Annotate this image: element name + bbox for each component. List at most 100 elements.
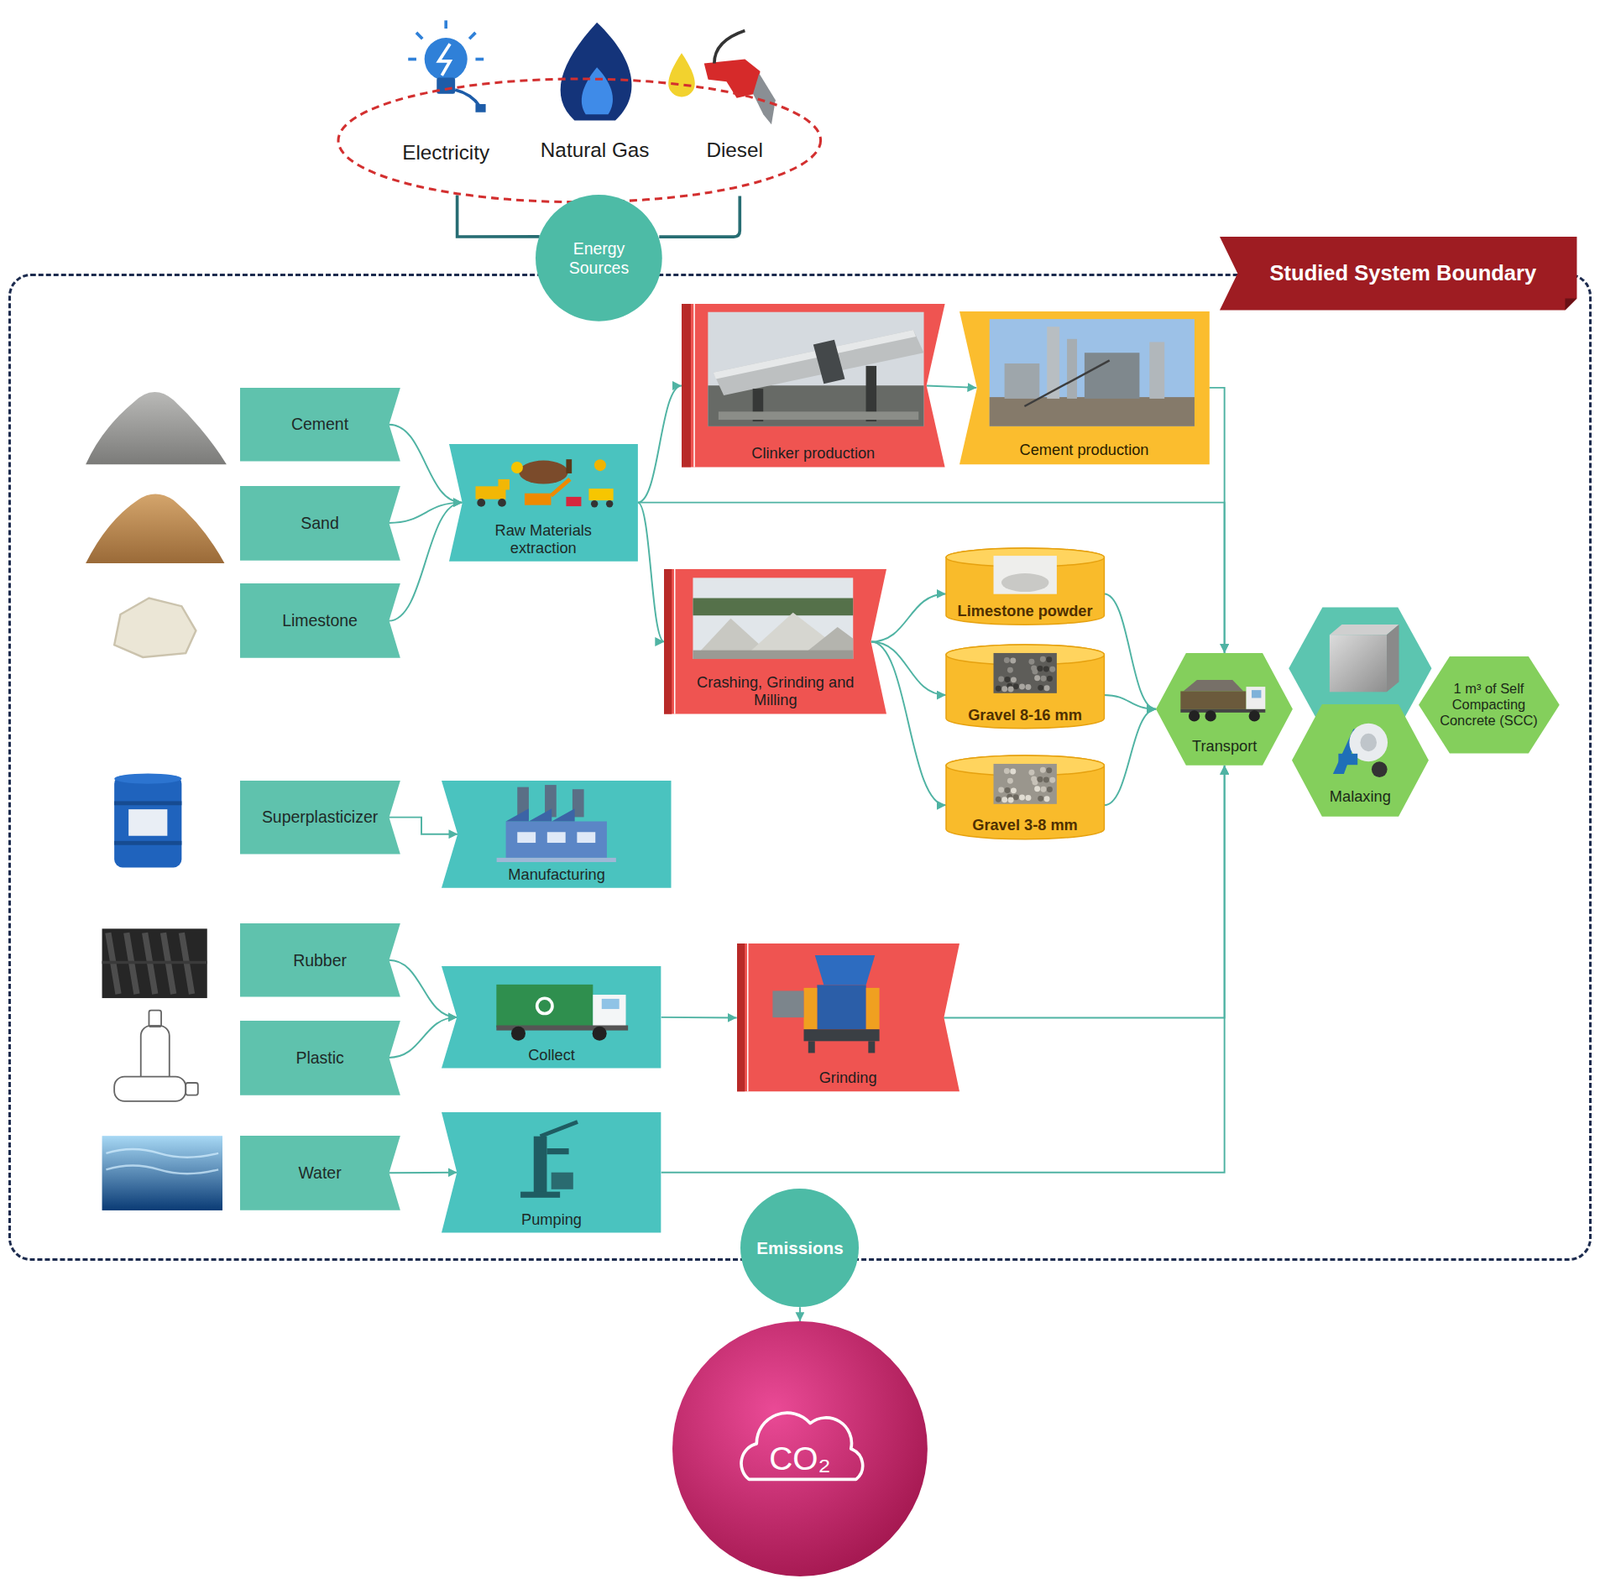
stage-hexagon: Malaxing [1291,704,1429,817]
stage-hexagon: 1 m³ of Self Compacting Concrete (SCC) [1418,656,1560,753]
picture-part [1066,339,1078,399]
cylinder-body [946,644,1104,729]
drum-photo-part [114,800,182,806]
system-boundary: Studied System BoundaryCementSandLimesto… [8,273,1593,1262]
picture-part [1024,684,1031,691]
node-label: Studied System Boundary [1270,261,1538,286]
picture-part [511,1026,526,1041]
bulb-icon-part [444,20,448,29]
bulb-icon-part [469,32,476,39]
picture-part [807,1041,815,1054]
picture-part [1036,776,1043,783]
sand-photo [85,493,225,564]
picture-part [1049,776,1056,783]
flow-arrow [637,385,682,502]
flame-icon [560,22,633,121]
energy-bracket-part [658,195,740,237]
process-box: Pumping [441,1112,661,1233]
picture-part [506,808,607,821]
tyre-photo [102,928,208,999]
node-outline [664,569,887,715]
picture-part [520,1192,560,1198]
fuel-nozzle-icon-part [668,52,696,97]
picture-part [1009,768,1016,774]
circle-fill [672,1321,928,1577]
node-outline [737,943,960,1092]
picture-part [993,653,1057,694]
node-label: Gravel 8-16 mm [967,706,1083,725]
flow-arrow [1103,695,1156,710]
picture-part [1371,761,1388,778]
picture-part [803,988,817,1030]
cylinder-body [946,548,1104,625]
material-tag: Superplasticizer [240,780,401,855]
picture-part [496,857,617,863]
picture-part [1338,753,1358,765]
circle-fill [535,194,663,322]
picture-part [693,578,854,660]
node-label: Rubber [292,951,347,970]
bulb-icon-part [475,57,484,62]
label-slot: Natural Gas [523,134,667,165]
node-outline [240,923,401,998]
dashed-ellipse [338,78,821,203]
picture-part [1007,686,1014,693]
tyre-photo-part [102,961,208,965]
picture-part [693,650,854,659]
picture-part [1188,710,1200,722]
edge-strip [664,569,672,715]
picture-part [693,598,854,617]
node-outline [441,780,672,889]
picture-part [497,479,509,491]
edge-strip [737,943,745,1092]
product-cylinder: Gravel 3-8 mm [946,755,1104,840]
fuel-nozzle-icon-part [704,59,761,99]
picture-part [1034,785,1041,792]
sand-photo-part [85,493,225,564]
picture-part [1007,796,1014,803]
product-cylinder: Limestone powder [946,548,1104,625]
energy-bracket [658,195,740,237]
cement-photo [85,392,227,465]
energy-ellipse: ElectricityNatural GasDiesel [336,77,823,204]
picture-part [772,991,804,1019]
picture-part [1205,710,1217,722]
picture-part [606,500,613,508]
stage-hexagon: Transport [1155,653,1293,766]
node-label: 1 m³ of Self Compacting Concrete (SCC) [1431,680,1546,729]
picture-part [995,795,1002,802]
water-photo-part [105,1149,219,1174]
node-outline [240,1020,401,1096]
picture-part [1012,683,1019,690]
cloud-outline [741,1412,863,1480]
process-box: Raw Materials extraction [449,444,638,562]
bracket-connector [457,195,540,237]
node-label: Gravel 3-8 mm [972,816,1078,835]
picture-part [588,488,613,501]
picture-part [713,329,925,396]
picture-part [1359,732,1377,751]
picture-part [565,496,581,507]
picture-part [592,1026,607,1041]
product-cylinder: Gravel 8-16 mm [946,644,1104,729]
picture-part [594,459,607,471]
cement-photo-part [85,392,227,465]
picture-part [1046,675,1053,682]
picture-part [1003,768,1010,774]
picture-part [988,397,1194,427]
picture-part [1149,341,1165,398]
edge-strip [693,303,696,467]
picture-part [1084,352,1140,399]
picture-part [550,479,570,497]
drum-photo-part [128,809,168,837]
node-shape [681,303,946,467]
picture-part [496,984,594,1028]
node-label: Cement [291,414,349,434]
node-label: Plastic [295,1048,344,1067]
picture-part [1043,776,1050,783]
picture-part [1030,775,1037,782]
picture-part [998,676,1004,683]
process-banner: Grinding [737,943,960,1092]
picture-part [565,459,572,474]
picture-part [1003,657,1010,664]
